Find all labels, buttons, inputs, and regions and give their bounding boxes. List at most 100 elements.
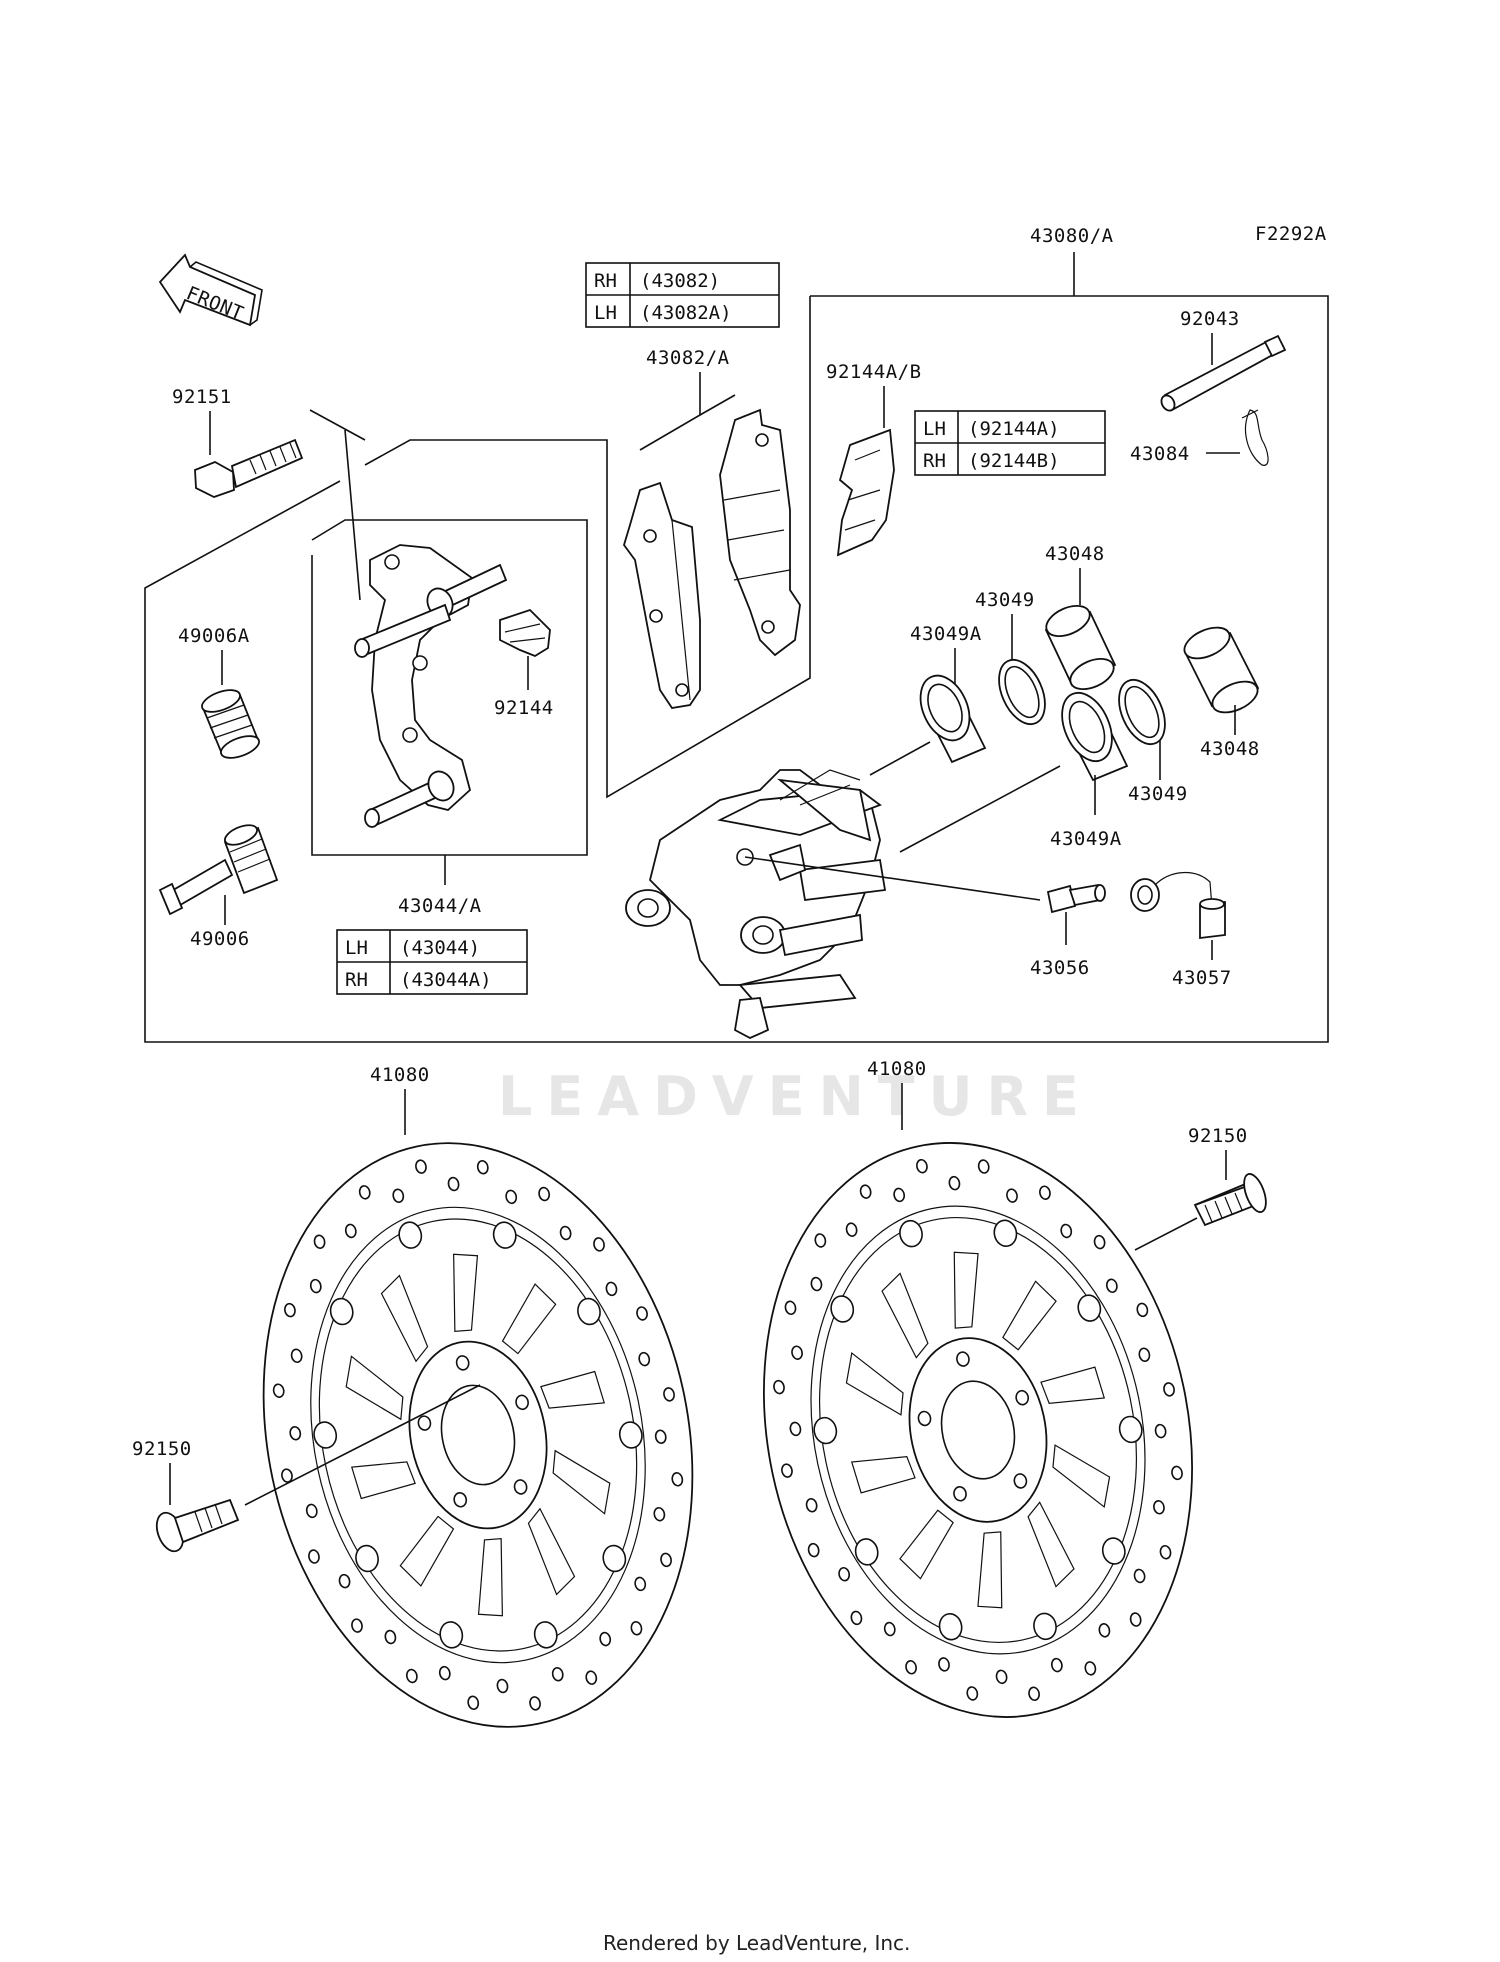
bolt-92151 [194,438,304,498]
disc-vent-hole [1163,1382,1175,1397]
disc-float-button [355,1544,379,1573]
disc-vent-hole [1039,1185,1051,1200]
brake-pad-right [719,408,801,657]
callout-43084: 43084 [1130,443,1190,465]
disc-float-button [899,1219,923,1248]
disc-center-bore [440,1384,516,1486]
disc-vent-hole [653,1506,666,1522]
disc-vent-hole [1159,1544,1172,1560]
disc-vent-hole [654,1429,667,1444]
pads-row1-side: RH [594,270,617,292]
disc-vent-hole [505,1189,518,1205]
disc-vent-hole [338,1573,351,1589]
disc-bolt-hole [1013,1473,1028,1489]
pads-table: RH (43082) LH (43082A) [585,262,780,328]
disc-vent-hole [859,1184,872,1199]
disc-carrier-slot [350,1461,416,1500]
disc-vent-hole [1138,1347,1151,1362]
disc-vent-hole [529,1696,541,1711]
disc-vent-hole [638,1351,651,1367]
disc-vent-hole [781,1463,793,1478]
disc-vent-hole [496,1678,509,1694]
callout-43080A: 43080/A [1030,225,1114,247]
disc-vent-hole [1098,1623,1111,1638]
leader-43082A [639,372,701,451]
callout-92144: 92144 [494,697,554,719]
disc-carrier-slot [1040,1366,1106,1404]
callout-41080-left: 41080 [370,1064,430,1086]
pad-pin-92043 [1160,334,1287,412]
footer-credit: Rendered by LeadVenture, Inc. [603,1931,910,1955]
disc-vent-hole [1028,1686,1040,1702]
bleeder-43056 [1046,883,1106,914]
disc-carrier-slot [477,1538,503,1617]
disc-bolt-hole [453,1492,468,1508]
dust-seal-43049A-upper [919,674,987,764]
disc-vent-hole [791,1345,803,1360]
brake-disc-left [262,1142,694,1728]
disc-vent-hole [593,1237,605,1252]
disc-vent-hole [1050,1657,1063,1673]
disc-vent-hole [290,1348,303,1364]
piston-43048-lower [1183,626,1260,714]
brake-pad-left [623,481,701,709]
disc-float-button [1101,1537,1126,1565]
clip-43084 [1241,409,1269,466]
disc-carrier-slot [845,1351,904,1416]
disc-vent-hole [438,1665,451,1681]
callout-43049-right: 43049 [1128,783,1188,805]
bracket-row1-part: (43044) [400,937,480,959]
disc-carrier-slot [399,1515,455,1587]
callout-43048-right: 43048 [1200,738,1260,760]
slide-pin-49006 [158,824,279,916]
disc-vent-hole [789,1421,802,1437]
disc-float-button [830,1295,855,1323]
callout-43056: 43056 [1030,957,1090,979]
disc-carrier-slot [1052,1444,1111,1509]
disc-float-button [313,1421,338,1449]
disc-inner-edge [810,1205,1146,1655]
pads-row1-part: (43082) [640,270,720,292]
disc-vent-hole [551,1666,564,1682]
disc-inner-edge [310,1206,646,1664]
disc-float-button [439,1621,464,1649]
disc-vent-hole [784,1300,797,1316]
disc-vent-hole [559,1225,572,1241]
diagram-code: F2292A [1255,223,1327,245]
disc-float-button [813,1416,838,1445]
disc-float-button [577,1297,601,1326]
disc-vent-hole [405,1668,418,1684]
disc-float-button [533,1621,558,1649]
disc-vent-hole [995,1669,1008,1685]
disc-vent-hole [272,1383,285,1398]
disc-vent-hole [305,1503,318,1519]
disc-vent-hole [284,1302,296,1318]
disc-vent-hole [807,1542,820,1558]
disc-vent-hole [1154,1423,1167,1439]
disc-vent-hole [476,1159,489,1175]
disc-bolt-92150-right [1193,1173,1267,1227]
disc-carrier-slot [380,1274,429,1363]
disc-bolt-hole [917,1410,932,1427]
seal-43049-upper [998,658,1046,726]
caliper-bracket-43044 [354,544,508,828]
disc-vent-hole [948,1175,961,1191]
spring-92144 [499,608,551,658]
bracket-row2-side: RH [345,969,368,991]
disc-carrier-slot [527,1507,576,1596]
disc-carrier-slot [1002,1280,1057,1351]
disc-bolt-hole [515,1394,529,1411]
disc-vent-hole [850,1610,863,1626]
callout-43044A: 43044/A [398,895,482,917]
disc-vent-hole [344,1223,357,1239]
disc-vent-hole [1006,1188,1018,1203]
leader-92150-right-to-disc [1134,1217,1198,1251]
disc-vent-hole [893,1187,906,1203]
callout-49006: 49006 [190,928,250,950]
disc-float-button [993,1219,1018,1248]
disc-vent-hole [845,1222,858,1237]
disc-bolt-hole [455,1355,470,1371]
callout-43082A: 43082/A [646,347,730,369]
disc-vent-hole [392,1188,405,1204]
pad-subframe [364,296,811,799]
